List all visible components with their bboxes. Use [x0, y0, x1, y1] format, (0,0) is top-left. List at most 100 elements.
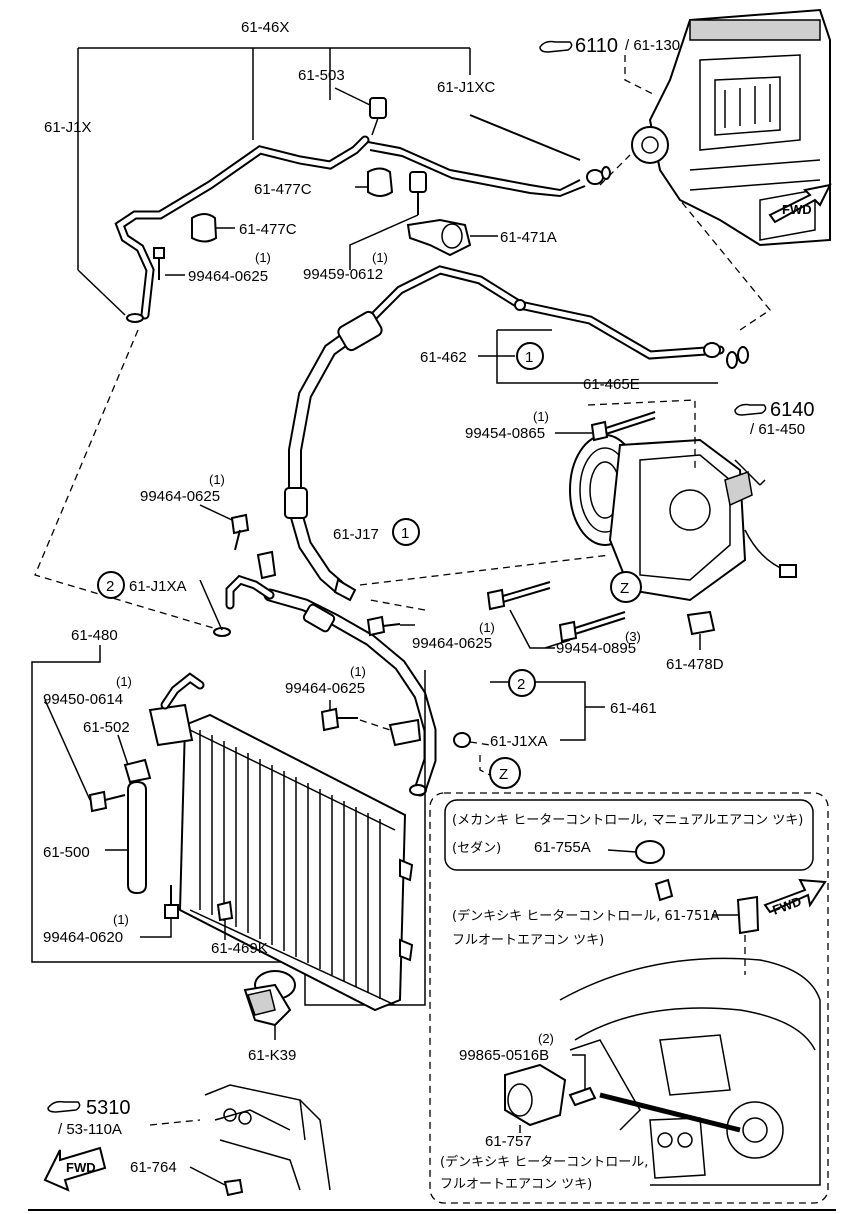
part-61-757 — [504, 1054, 597, 1133]
label-61-480: 61-480 — [71, 627, 118, 644]
label-99464-0625-a: 99464-0625 — [188, 268, 268, 285]
label-qty-1b: (1) — [372, 250, 388, 265]
receiver-drier-61-500 — [105, 780, 147, 895]
o-ring-61-J1XA-lower — [453, 681, 605, 748]
label-61-461: 61-461 — [610, 700, 657, 717]
part-61-755A — [607, 840, 665, 864]
part-61-K39 — [243, 970, 296, 1040]
svg-text:1: 1 — [401, 525, 409, 542]
bolts-99454-0895 — [486, 581, 626, 649]
part-61-764 — [189, 1166, 244, 1197]
svg-text:1: 1 — [525, 349, 533, 366]
label-53-110A: / 53-110A — [58, 1121, 122, 1138]
label-61-K39: 61-K39 — [248, 1047, 296, 1064]
label-61-46X: 61-46X — [241, 19, 289, 36]
label-99464-0625-c: 99464-0625 — [412, 635, 492, 652]
label-61-502: 61-502 — [83, 719, 130, 736]
label-61-764: 61-764 — [130, 1159, 177, 1176]
variant-box — [429, 792, 829, 1204]
condenser-box-61-480 — [31, 645, 426, 1006]
fwd-arrow-hvac: FWD — [768, 183, 832, 224]
clip-61-469K — [216, 900, 234, 940]
label-61-757: 61-757 — [485, 1133, 532, 1150]
label-99865-0516B: 99865-0516B — [459, 1047, 549, 1064]
condenser — [148, 703, 414, 1012]
bolt-99464-0620 — [140, 885, 179, 938]
clip-61-478D — [686, 610, 716, 650]
label-61-755A: 61-755A — [534, 839, 591, 856]
label-61-J1XA-b: 61-J1XA — [490, 733, 548, 750]
pipe-61-J1XC — [367, 114, 611, 198]
label-variant-manual: (メカンキ ヒーターコントロール, マニュアルエアコン ツキ) — [452, 813, 803, 828]
bolt-99450-0614 — [44, 699, 126, 813]
label-qty-1c: (1) — [533, 409, 549, 424]
label-99450-0614: 99450-0614 — [43, 691, 123, 708]
fwd-label-lower-left: FWD — [66, 1160, 96, 1175]
ref-hand-icon-6140 — [734, 403, 767, 416]
marker-2a: 2 — [97, 571, 125, 599]
label-qty-1a: (1) — [255, 250, 271, 265]
label-61-J1XC: 61-J1XC — [437, 79, 496, 96]
label-61-477C-lower: 61-477C — [239, 221, 297, 238]
label-61-471A: 61-471A — [500, 229, 557, 246]
pipe-condenser-inlet — [160, 672, 205, 710]
fwd-arrow-lower-right: FWD — [763, 878, 827, 918]
bolt-99454-0865 — [555, 411, 656, 442]
bolt-99464-0625-right — [366, 615, 415, 637]
label-variant-electric-4: フルオートエアコン ツキ) — [440, 1177, 592, 1192]
fwd-arrow-lower-left: FWD — [43, 1146, 107, 1192]
label-61-503: 61-503 — [298, 67, 345, 84]
label-61-469K: 61-469K — [211, 940, 268, 957]
label-qty-1f: (1) — [116, 674, 132, 689]
bolt-99464-0625-mid — [199, 504, 250, 551]
fwd-label-hvac: FWD — [782, 202, 812, 217]
label-box-61-462 — [478, 329, 718, 384]
label-99454-0895: 99454-0895 — [556, 640, 636, 657]
svg-text:2: 2 — [517, 676, 525, 693]
label-qty-1h: (1) — [113, 912, 129, 927]
label-qty-1d: (1) — [209, 472, 225, 487]
label-variant-electric-1: (デンキシキ ヒーターコントロール, 61-751A — [452, 908, 720, 924]
label-61-465E: 61-465E — [583, 376, 640, 393]
label-99464-0625-b: 99464-0625 — [140, 488, 220, 505]
dashboard — [559, 957, 821, 1186]
bolt-99459-0612 — [349, 171, 427, 270]
label-61-J1XA-a: 61-J1XA — [129, 578, 187, 595]
label-qty-2: (2) — [538, 1031, 554, 1046]
bracket-61-471A — [406, 218, 498, 257]
label-99464-0625-d: 99464-0625 — [285, 680, 365, 697]
label-5310: 5310 — [86, 1097, 131, 1119]
hvac-unit — [631, 8, 831, 247]
label-variant-sedan: (セダン) — [452, 841, 501, 856]
label-61-J1X: 61-J1X — [44, 119, 92, 136]
bracket-61-502 — [117, 734, 152, 784]
label-variant-electric-2: フルオートエアコン ツキ) — [452, 933, 604, 948]
fwd-label-lower-right: FWD — [770, 894, 803, 918]
label-qty-1g: (1) — [350, 664, 366, 679]
label-99459-0612: 99459-0612 — [303, 266, 383, 283]
label-6140: 6140 — [770, 399, 815, 421]
label-variant-electric-3: (デンキシキ ヒーターコントロール, — [440, 1154, 648, 1170]
label-qty-1e: (1) — [479, 620, 495, 635]
label-61-462: 61-462 — [420, 349, 467, 366]
label-61-500: 61-500 — [43, 844, 90, 861]
hose-61-462 — [284, 265, 749, 602]
marker-1a: 1 — [516, 342, 544, 370]
label-99454-0865: 99454-0865 — [465, 425, 545, 442]
compressor — [569, 434, 797, 602]
clip-61-477C-lower — [191, 213, 235, 243]
label-99464-0620: 99464-0620 — [43, 929, 123, 946]
label-61-J17: 61-J17 — [333, 526, 379, 543]
pipe-61-J1X — [114, 135, 370, 323]
marker-Zb: Z — [489, 757, 521, 789]
part-61-751A — [712, 895, 760, 975]
bolt-99464-0625-lower — [320, 700, 391, 732]
bracket-61-46X — [77, 47, 471, 316]
marker-1b: 1 — [392, 518, 420, 546]
label-6110: 6110 — [575, 35, 618, 57]
sensor-61-503 — [334, 87, 387, 136]
label-61-130: / 61-130 — [625, 37, 680, 54]
label-61-477C-upper: 61-477C — [254, 181, 312, 198]
label-61-450: / 61-450 — [750, 421, 805, 438]
